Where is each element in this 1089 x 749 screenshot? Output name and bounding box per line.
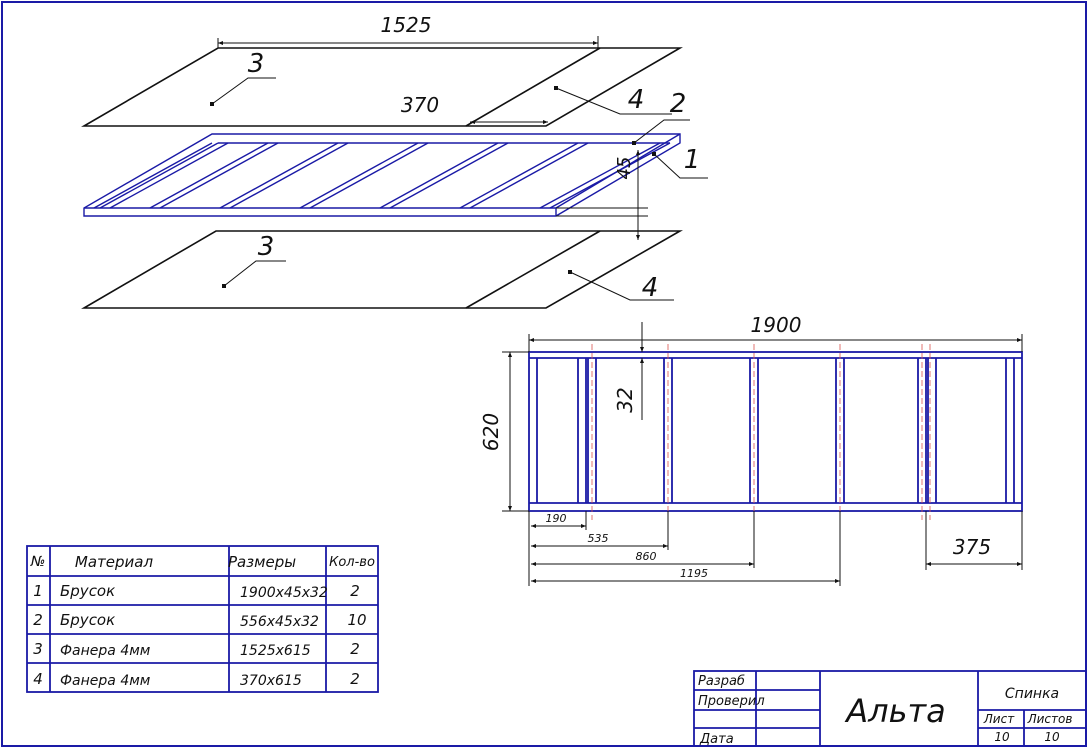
table-row: 1 Брусок 1900x45x32 2 — [33, 582, 360, 601]
svg-text:Брусок: Брусок — [60, 582, 115, 600]
dim-label-1900: 1900 — [751, 313, 802, 337]
svg-text:370x615: 370x615 — [240, 673, 302, 689]
callout-top-panel: 4 — [628, 85, 645, 115]
svg-text:10: 10 — [347, 611, 366, 629]
svg-text:Фанера 4мм: Фанера 4мм — [60, 643, 151, 659]
callout-bar-short: 2 — [670, 89, 687, 119]
dim-label-1525: 1525 — [381, 13, 432, 37]
svg-text:2: 2 — [350, 640, 360, 658]
table-header-material: Материал — [75, 553, 154, 571]
title-sheets-value: 10 — [1044, 730, 1060, 744]
exploded-view — [81, 47, 683, 309]
dim-label-535: 535 — [588, 532, 609, 545]
svg-text:2: 2 — [350, 670, 360, 688]
callout-bottom-sheet: 3 — [258, 232, 275, 262]
title-checked-label: Проверил — [698, 694, 765, 709]
svg-text:556x45x32: 556x45x32 — [240, 614, 319, 630]
table-row: 4 Фанера 4мм 370x615 2 — [33, 670, 360, 689]
table-header-size: Размеры — [228, 553, 296, 571]
center-lines — [591, 344, 931, 520]
top-panel-split — [465, 47, 601, 127]
bottom-plywood-sheet — [81, 230, 683, 309]
dim-label-620: 620 — [479, 413, 503, 451]
callout-bottom-panel: 4 — [642, 273, 659, 303]
title-name: Альта — [844, 692, 945, 730]
table-row: 2 Брусок 556x45x32 10 — [33, 611, 366, 630]
callout-top-sheet: 3 — [248, 49, 265, 79]
title-sheet-label: Лист — [983, 712, 1015, 726]
front-view — [528, 351, 1023, 512]
dim-label-32: 32 — [613, 387, 637, 412]
svg-text:1525x615: 1525x615 — [240, 643, 311, 659]
table-header-qty: Кол-во — [329, 555, 375, 570]
callout-bar-long: 1 — [684, 145, 701, 175]
title-developed-label: Разраб — [698, 674, 745, 689]
bottom-panel-split — [465, 230, 601, 309]
dim-label-1195: 1195 — [680, 567, 708, 580]
svg-text:1900x45x32: 1900x45x32 — [240, 585, 328, 601]
dim-chain — [528, 511, 1023, 586]
dim-label-190: 190 — [546, 512, 567, 525]
table-header-num: № — [30, 554, 46, 570]
dim-1900 — [528, 334, 1023, 352]
dim-label-370: 370 — [401, 93, 439, 117]
dim-label-45: 45 — [614, 157, 635, 180]
svg-text:2: 2 — [33, 611, 43, 629]
dim-label-375: 375 — [953, 535, 991, 559]
dim-45 — [556, 150, 648, 240]
callout-dots — [210, 86, 656, 288]
callout-leaders — [211, 77, 708, 301]
materials-table — [26, 545, 379, 693]
title-date-label: Дата — [699, 732, 734, 747]
title-sheet-value: 10 — [994, 730, 1010, 744]
title-part: Спинка — [1005, 686, 1059, 702]
svg-text:Брусок: Брусок — [60, 611, 115, 629]
svg-text:4: 4 — [33, 670, 43, 688]
svg-text:1: 1 — [33, 582, 43, 600]
frame-assembly — [83, 133, 681, 217]
title-block — [693, 670, 1087, 747]
dim-label-860: 860 — [636, 550, 657, 563]
top-plywood-sheet — [81, 47, 683, 127]
svg-text:Фанера 4мм: Фанера 4мм — [60, 673, 151, 689]
svg-text:2: 2 — [350, 582, 360, 600]
dim-620 — [502, 351, 529, 512]
table-row: 3 Фанера 4мм 1525x615 2 — [33, 640, 360, 659]
title-sheets-label: Листов — [1027, 712, 1073, 726]
svg-text:3: 3 — [33, 640, 43, 658]
dim-1525 — [217, 36, 599, 48]
